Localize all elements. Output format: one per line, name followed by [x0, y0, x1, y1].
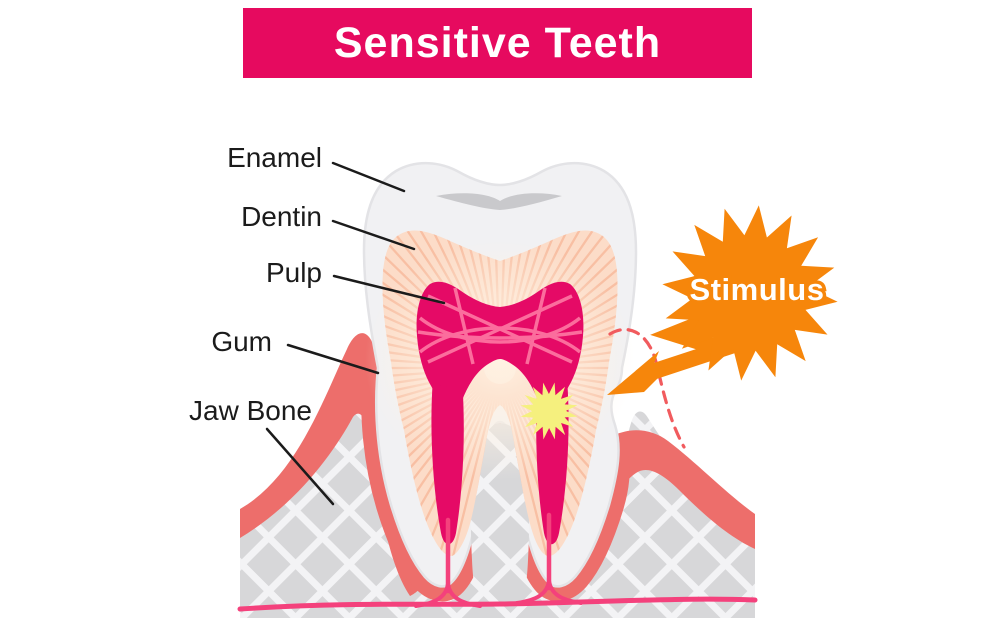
- title-banner: Sensitive Teeth: [243, 8, 752, 78]
- label-jaw-bone: Jaw Bone: [189, 395, 312, 426]
- occlusal-groove: [436, 193, 562, 210]
- label-gum: Gum: [211, 326, 272, 357]
- label-dentin: Dentin: [241, 201, 322, 232]
- dentin-pale-core: [365, 240, 635, 480]
- nerve-lines: [237, 512, 758, 612]
- receded-gumline-dashed: [608, 327, 686, 449]
- leader-line-enamel: [331, 161, 406, 193]
- leader-line-gum: [286, 343, 380, 375]
- label-pulp: Pulp: [265, 257, 322, 288]
- leader-line-jawbone: [265, 427, 335, 506]
- root-canal-left: [431, 378, 464, 545]
- stimulus-label: Stimulus: [690, 272, 825, 307]
- pulp-mesh: [417, 287, 583, 365]
- pain-star-icon: [520, 382, 578, 440]
- leader-lines: [265, 161, 446, 506]
- leader-line-dentin: [331, 219, 416, 251]
- stimulus-burst-icon: [662, 205, 838, 381]
- leader-line-pulp: [332, 274, 446, 305]
- page-title: Sensitive Teeth: [333, 18, 662, 67]
- label-enamel: Enamel: [227, 142, 322, 173]
